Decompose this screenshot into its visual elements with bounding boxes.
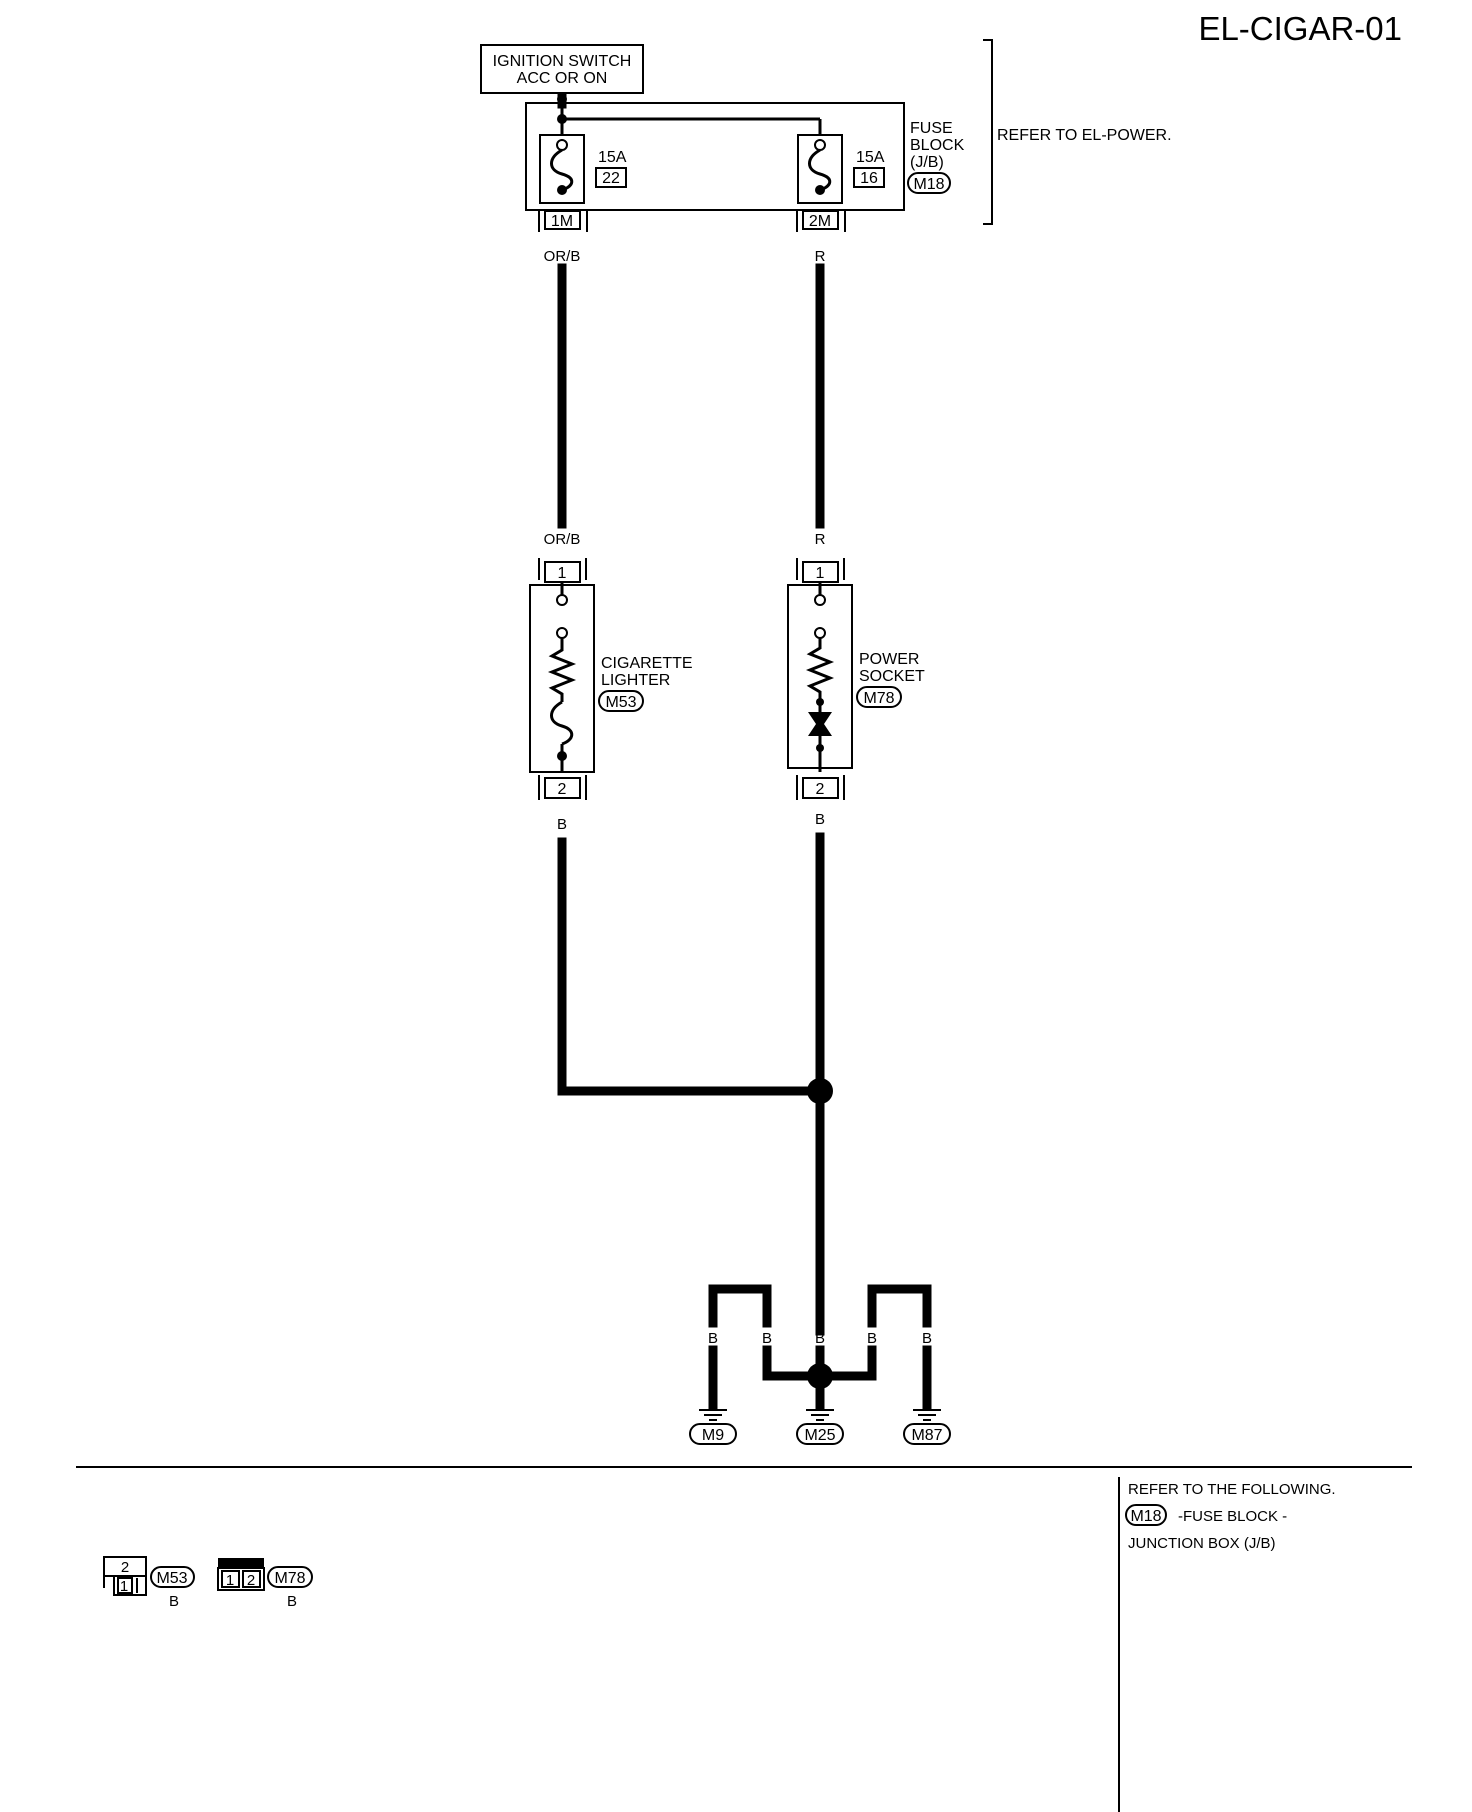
refer-el-power: REFER TO EL-POWER. bbox=[997, 127, 1172, 144]
lighter-label-1: CIGARETTE bbox=[601, 655, 693, 672]
diagram-code: EL-CIGAR-01 bbox=[1198, 10, 1402, 47]
lighter-label-2: LIGHTER bbox=[601, 672, 670, 689]
ground-symbol-m9 bbox=[699, 1409, 727, 1421]
refer-bracket bbox=[983, 39, 993, 225]
fuse-block-label-3: (J/B) bbox=[910, 154, 944, 171]
connector-view-m53: 2 1 M53 B bbox=[103, 1556, 195, 1610]
connector-m78-color: B bbox=[287, 1593, 297, 1610]
socket-connector: M78 bbox=[863, 690, 894, 707]
ground-wire-3: B bbox=[815, 1330, 825, 1347]
wire-color-r-top: R bbox=[815, 248, 826, 265]
ground-symbol-m87 bbox=[913, 1409, 941, 1421]
terminal-2m: 2M R bbox=[796, 210, 846, 265]
lighter-in-terminal: 1 bbox=[558, 565, 567, 582]
refer-following-line1: -FUSE BLOCK - bbox=[1178, 1508, 1287, 1525]
fuse-block-label-2: BLOCK bbox=[910, 137, 965, 154]
connector-m78-id: M78 bbox=[274, 1570, 305, 1587]
connector-m78-left: 1 bbox=[226, 1572, 234, 1589]
fuse-22: 15A 22 bbox=[539, 134, 627, 204]
socket-in-wire: R bbox=[815, 531, 826, 548]
ignition-switch-label-2: ACC OR ON bbox=[517, 70, 608, 87]
fuse-22-number: 22 bbox=[602, 170, 620, 187]
ground-wire-2: B bbox=[762, 1330, 772, 1347]
connector-m53-id: M53 bbox=[156, 1570, 187, 1587]
socket-in-terminal: 1 bbox=[816, 565, 825, 582]
connector-m53-top: 2 bbox=[121, 1559, 129, 1576]
connector-view-m78: 1 2 M78 B bbox=[217, 1558, 313, 1610]
ground-network: B B B B B M9 M25 M87 bbox=[689, 1284, 951, 1445]
refer-following-title: REFER TO THE FOLLOWING. bbox=[1128, 1481, 1336, 1498]
socket-out-terminal: 2 bbox=[816, 781, 825, 798]
terminal-2m-label: 2M bbox=[809, 213, 831, 230]
terminal-1m-label: 1M bbox=[551, 213, 573, 230]
connector-m53-bottom: 1 bbox=[120, 1578, 128, 1595]
wire-b-lighter-return bbox=[557, 837, 825, 1096]
fuse-block-label-1: FUSE bbox=[910, 120, 953, 137]
fuse-16-number: 16 bbox=[860, 170, 878, 187]
ground-wire-4: B bbox=[867, 1330, 877, 1347]
connector-m53-color: B bbox=[169, 1593, 179, 1610]
connector-m78-right: 2 bbox=[247, 1572, 255, 1589]
refer-following: REFER TO THE FOLLOWING. M18 -FUSE BLOCK … bbox=[1125, 1481, 1336, 1552]
cigarette-lighter: OR/B 1 2 B CIGARETTE LIGHTER M53 bbox=[529, 531, 693, 833]
socket-label-1: POWER bbox=[859, 651, 919, 668]
lighter-out-terminal: 2 bbox=[558, 781, 567, 798]
refer-following-connector: M18 bbox=[1130, 1508, 1161, 1525]
terminal-1m: 1M OR/B bbox=[538, 210, 588, 265]
ignition-switch-label-1: IGNITION SWITCH bbox=[493, 53, 632, 70]
ground-splice-upper bbox=[807, 1078, 833, 1104]
ground-connector-m9: M9 bbox=[702, 1427, 724, 1444]
socket-label-2: SOCKET bbox=[859, 668, 925, 685]
lighter-out-wire: B bbox=[557, 816, 567, 833]
ground-connector-m25: M25 bbox=[804, 1427, 835, 1444]
fuse-block: 15A 22 15A 16 FUSE BLOCK (J/B) M18 bbox=[525, 102, 965, 211]
power-socket: R 1 2 B POWER SOCKET M78 bbox=[787, 531, 925, 828]
fuse-22-rating: 15A bbox=[598, 149, 627, 166]
lighter-in-wire: OR/B bbox=[544, 531, 581, 548]
fuse-16-rating: 15A bbox=[856, 149, 885, 166]
lighter-connector: M53 bbox=[605, 694, 636, 711]
fuse-block-connector: M18 bbox=[913, 176, 944, 193]
ground-connector-m87: M87 bbox=[911, 1427, 942, 1444]
ground-wire-1: B bbox=[708, 1330, 718, 1347]
socket-out-wire: B bbox=[815, 811, 825, 828]
ground-wire-5: B bbox=[922, 1330, 932, 1347]
ignition-switch: IGNITION SWITCH ACC OR ON bbox=[480, 44, 644, 94]
refer-following-line2: JUNCTION BOX (J/B) bbox=[1128, 1535, 1276, 1552]
ground-symbol-m25 bbox=[806, 1409, 834, 1421]
fuse-16: 15A 16 bbox=[797, 134, 885, 204]
wire-color-orb-top: OR/B bbox=[544, 248, 581, 265]
